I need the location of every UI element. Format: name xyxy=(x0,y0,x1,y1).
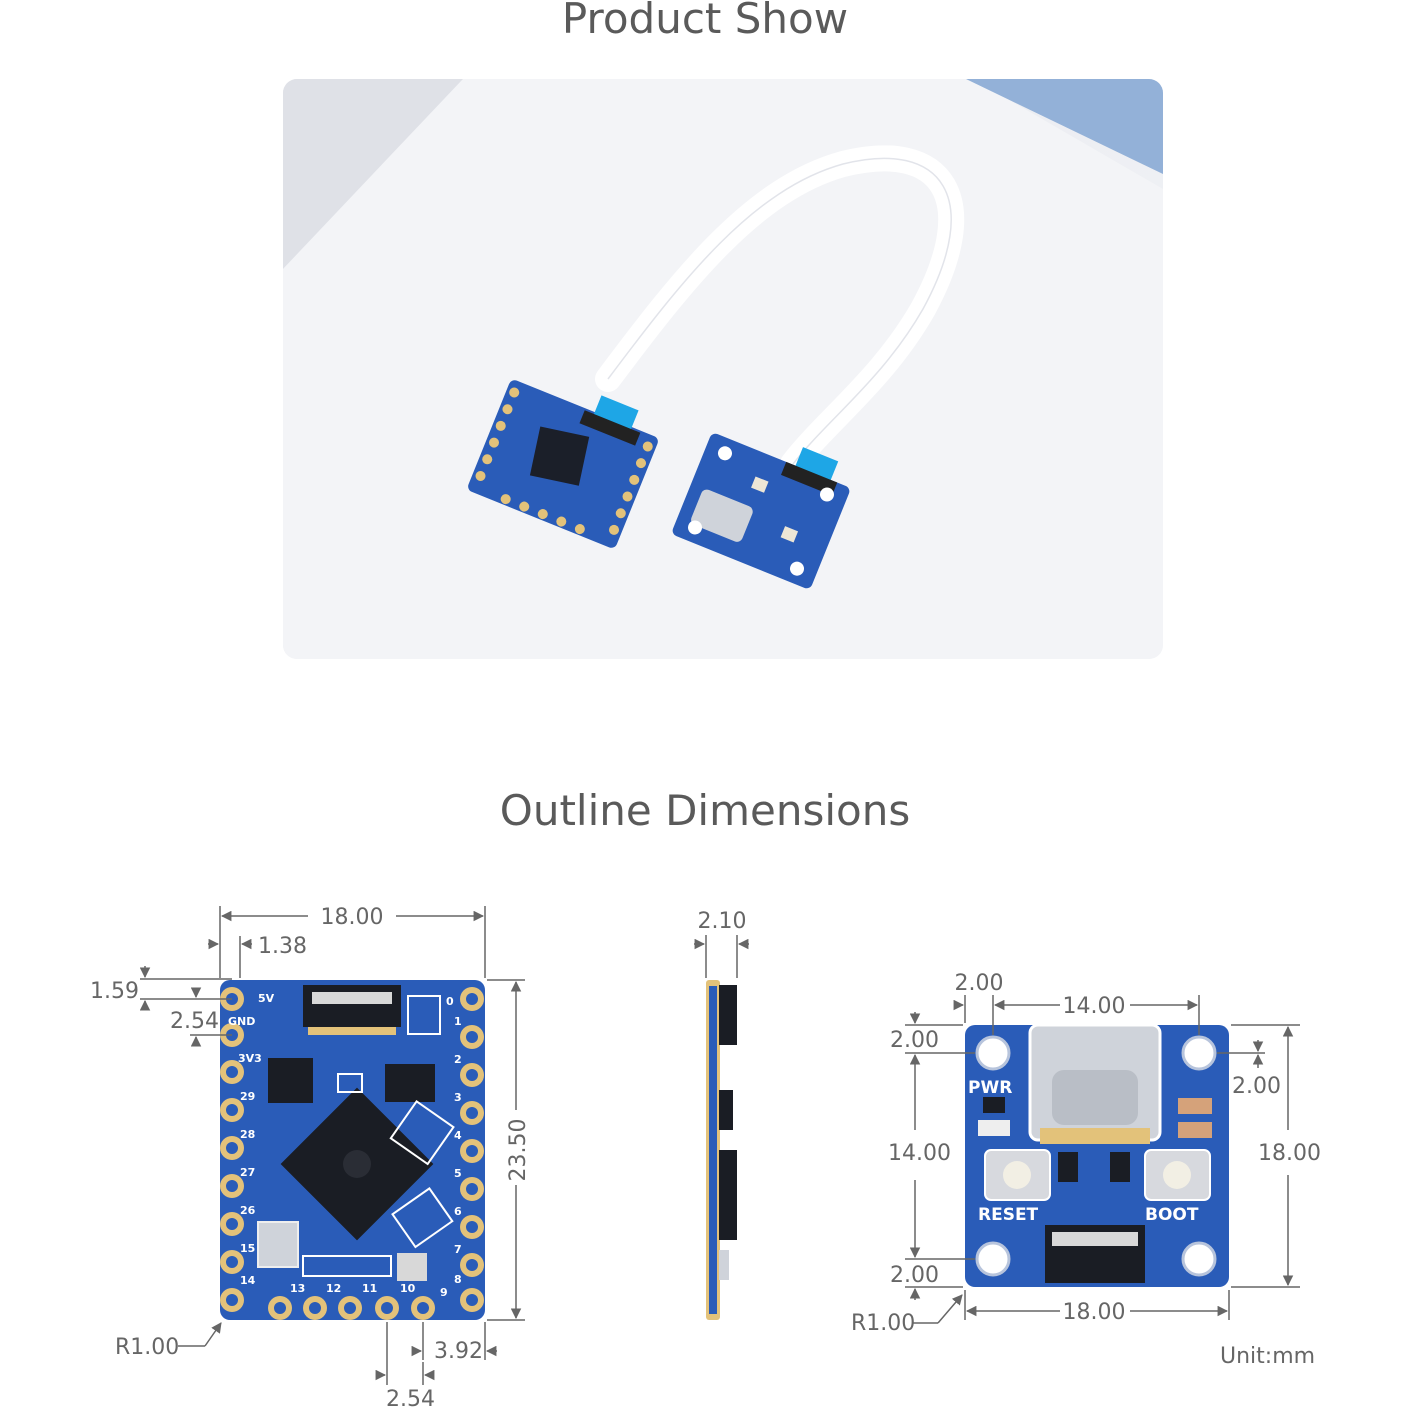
dim-radius-left: R1.00 xyxy=(115,1335,179,1360)
dim-hole-spacing-v-14: 14.00 xyxy=(888,1141,951,1166)
usb-adapter-board: PWR RESET BOOT xyxy=(965,1023,1229,1287)
pin-label-29: 29 xyxy=(240,1090,255,1103)
dim-right-top-2-00: 2.00 xyxy=(1232,1074,1281,1099)
pin-label-13: 13 xyxy=(290,1282,305,1295)
dim-height-23-50: 23.50 xyxy=(506,1119,531,1182)
pin-label-14: 14 xyxy=(240,1274,256,1287)
fpc-connector xyxy=(303,985,401,1027)
pin-label-6: 6 xyxy=(454,1205,462,1218)
pin-label-0: 0 xyxy=(446,995,454,1008)
pin-label-3v3: 3V3 xyxy=(238,1052,262,1065)
silk-pwr-label: PWR xyxy=(968,1078,1012,1098)
pin-label-27: 27 xyxy=(240,1166,255,1179)
pin-label-7: 7 xyxy=(454,1243,462,1256)
dim-radius-right: R1.00 xyxy=(851,1311,915,1336)
pin-label-28: 28 xyxy=(240,1128,255,1141)
usb-board-dimension-lines xyxy=(905,995,1300,1324)
main-board-dimension-lines xyxy=(139,906,525,1385)
pin-label-gnd: GND xyxy=(228,1015,255,1028)
dim-hole-spacing-h-14: 14.00 xyxy=(1063,994,1126,1019)
dim-edge-1-38: 1.38 xyxy=(258,934,307,959)
pin-label-26: 26 xyxy=(240,1204,256,1217)
dim-pitch-side-2-54: 2.54 xyxy=(170,1009,219,1034)
dim-pitch-bottom-2-54: 2.54 xyxy=(386,1387,435,1410)
product-photo-illustration xyxy=(283,79,1163,659)
dim-top-1-59: 1.59 xyxy=(90,979,139,1004)
pin-label-5v: 5V xyxy=(258,992,275,1005)
pin-label-4: 4 xyxy=(454,1129,462,1142)
pin-label-1: 1 xyxy=(454,1015,462,1028)
main-board-side-view xyxy=(706,980,737,1320)
pin-label-5: 5 xyxy=(454,1167,462,1180)
pin-label-10: 10 xyxy=(400,1282,416,1295)
product-show-heading: Product Show xyxy=(561,0,849,43)
silk-boot-label: BOOT xyxy=(1145,1205,1199,1225)
side-view-dimension-lines xyxy=(694,935,749,978)
dim-left-top-2-00: 2.00 xyxy=(890,1028,939,1053)
pin-label-8: 8 xyxy=(454,1273,462,1286)
pin-label-11: 11 xyxy=(362,1282,377,1295)
main-board-top-view: 5V GND 3V3 29 28 27 26 15 14 0 1 2 3 4 5… xyxy=(220,980,485,1320)
product-photo xyxy=(283,79,1163,659)
unit-label: Unit:mm xyxy=(1220,1344,1315,1369)
pin-label-9: 9 xyxy=(440,1286,448,1299)
dim-width-18-right: 18.00 xyxy=(1063,1300,1126,1325)
dim-bottom-3-92: 3.92 xyxy=(434,1339,483,1364)
pin-label-3: 3 xyxy=(454,1091,462,1104)
dim-thickness-2-10: 2.10 xyxy=(698,909,747,934)
flash-chip xyxy=(385,1064,435,1102)
dim-width-18: 18.00 xyxy=(321,905,384,930)
dim-left-bottom-2-00: 2.00 xyxy=(890,1263,939,1288)
pin-label-12: 12 xyxy=(326,1282,341,1295)
pin-label-15: 15 xyxy=(240,1242,255,1255)
outline-dimensions-heading: Outline Dimensions xyxy=(499,786,911,835)
dim-top-edge-2-00: 2.00 xyxy=(955,971,1004,996)
silk-reset-label: RESET xyxy=(978,1205,1039,1225)
dim-height-18: 18.00 xyxy=(1258,1141,1321,1166)
pin-label-2: 2 xyxy=(454,1053,462,1066)
